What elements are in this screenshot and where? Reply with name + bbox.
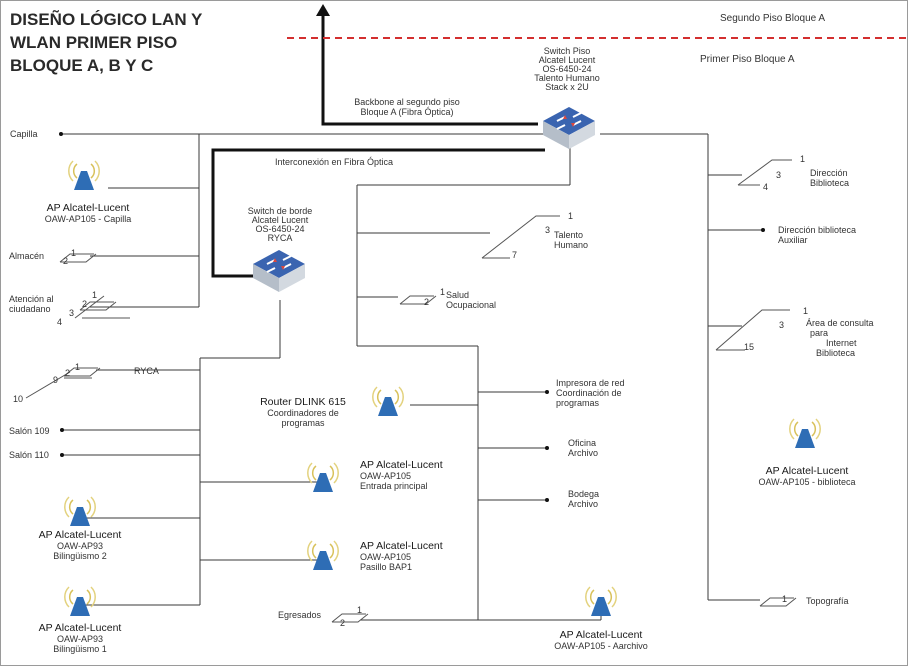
ap-bil1-icon bbox=[64, 586, 96, 617]
ap-pasillo-icon bbox=[307, 540, 339, 571]
atencion-port-4: 4 bbox=[57, 317, 63, 327]
fiber-label: Interconexión en Fibra Óptica bbox=[275, 157, 394, 167]
area-port-1: 1 bbox=[803, 306, 809, 316]
dir-port-4: 4 bbox=[763, 182, 769, 192]
area-port-3: 3 bbox=[779, 320, 785, 330]
area-consulta-label: Área de consulta para Internet Bibliotec… bbox=[806, 318, 874, 358]
salon110-label: Salón 110 bbox=[9, 450, 49, 460]
topo-port-1: 1 bbox=[782, 594, 788, 604]
diagram-title: DISEÑO LÓGICO LAN Y WLAN PRIMER PISO BLO… bbox=[10, 10, 203, 75]
edge-switch-icon bbox=[252, 249, 306, 293]
salud-port-1: 1 bbox=[440, 287, 446, 297]
salud-port-2: 2 bbox=[424, 297, 430, 307]
egresados-port-1: 1 bbox=[357, 605, 363, 615]
ryca-port-10: 10 bbox=[13, 394, 24, 404]
ap-capilla-icon bbox=[68, 160, 100, 191]
capilla-label: Capilla bbox=[10, 129, 38, 139]
floor-upper-label: Segundo Piso Bloque A bbox=[720, 13, 826, 24]
core-switch-icon bbox=[542, 106, 596, 150]
talento-port-7: 7 bbox=[512, 250, 518, 260]
egresados-port-2: 2 bbox=[340, 618, 346, 628]
ap-bil2-icon bbox=[64, 496, 96, 527]
router-icon bbox=[372, 386, 404, 417]
dir-port-1: 1 bbox=[800, 154, 806, 164]
ap-archivo-icon bbox=[585, 586, 617, 617]
ap-biblioteca-icon bbox=[789, 418, 821, 449]
almacen-port-2: 2 bbox=[63, 256, 69, 266]
ryca-port-1: 1 bbox=[75, 362, 81, 372]
ryca-port-2: 2 bbox=[65, 368, 71, 378]
salon109-label: Salón 109 bbox=[9, 426, 50, 436]
area-port-15: 15 bbox=[744, 342, 755, 352]
atencion-port-2: 2 bbox=[82, 299, 88, 309]
talento-port-1: 1 bbox=[568, 211, 574, 221]
atencion-port-1: 1 bbox=[92, 290, 98, 300]
atencion-port-3: 3 bbox=[69, 308, 75, 318]
almacen-label: Almacén bbox=[9, 251, 45, 261]
egresados-label: Egresados bbox=[278, 610, 322, 620]
ap-entrada-icon bbox=[307, 462, 339, 493]
almacen-port-1: 1 bbox=[71, 248, 77, 258]
ryca-label: RYCA bbox=[134, 366, 159, 376]
talento-port-3: 3 bbox=[545, 225, 551, 235]
topografia-label: Topografía bbox=[806, 596, 849, 606]
ryca-port-9: 9 bbox=[53, 375, 59, 385]
dir-port-3: 3 bbox=[776, 170, 782, 180]
floor-lower-label: Primer Piso Bloque A bbox=[700, 54, 795, 65]
